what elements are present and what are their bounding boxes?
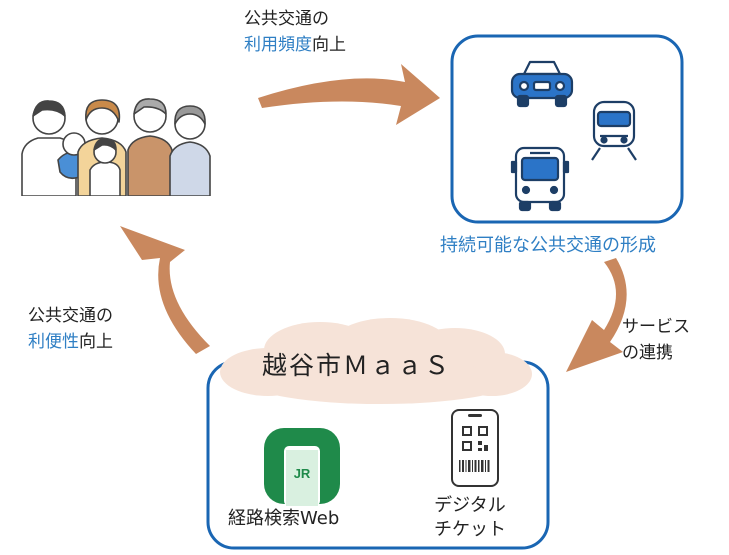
bus-icon [510,146,570,212]
right-arrow-label: サービス の連携 [622,314,690,366]
right-arrow-label-line1: サービス [622,317,690,337]
smartphone-qr-icon [451,409,499,487]
jr-logo-text: JR [294,466,311,481]
arrow-transport-to-maas [566,258,627,372]
maas-title: 越谷市ＭａａＳ [262,351,452,380]
left-arrow-label: 公共交通の 利便性向上 [28,303,113,355]
left-arrow-label-line1: 公共交通の [28,306,113,326]
jr-app-icon: JR [264,428,340,506]
route-app-label: 経路検索Web [228,508,340,529]
arrow-family-to-transport [258,64,440,125]
top-arrow-label: 公共交通の 利用頻度向上 [244,6,346,58]
car-icon [510,60,574,108]
maas-cloud [220,318,532,404]
ticket-label-line2: チケット [434,519,506,540]
left-arrow-label-highlight: 利便性 [28,332,79,352]
arrow-maas-to-family [120,226,210,354]
family-icon [21,98,211,196]
ticket-label-line1: デジタル [434,495,506,516]
ticket-label: デジタル チケット [434,494,506,542]
transport-box [450,34,684,224]
train-icon [591,100,637,161]
left-arrow-label-suffix: 向上 [79,332,113,352]
top-arrow-label-suffix: 向上 [312,35,346,55]
transport-caption: 持続可能な公共交通の形成 [440,235,656,256]
top-arrow-label-line1: 公共交通の [244,9,329,29]
right-arrow-label-line2: の連携 [622,343,673,363]
top-arrow-label-highlight: 利用頻度 [244,35,312,55]
